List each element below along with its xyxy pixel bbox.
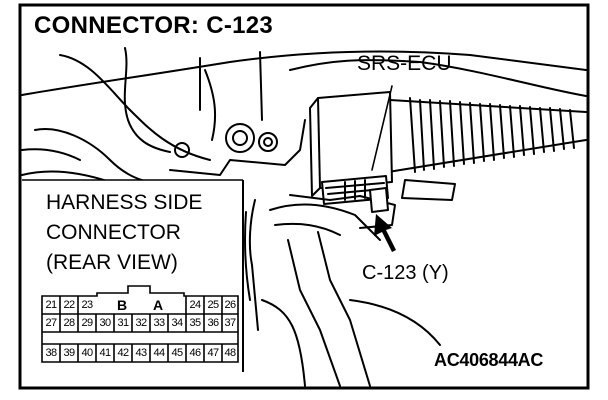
pin-47: 47 [207, 347, 219, 359]
pin-29: 29 [81, 317, 93, 329]
pin-24: 24 [189, 299, 201, 311]
connector-id-label: C-123 (Y) [362, 262, 449, 284]
pin-44: 44 [153, 347, 165, 359]
pin-48: 48 [224, 347, 236, 359]
srs-ecu-label: SRS-ECU [357, 52, 452, 75]
pin-27: 27 [45, 317, 57, 329]
harness-note-line-3: (REAR VIEW) [46, 251, 178, 274]
pin-37: 37 [224, 317, 236, 329]
pin-31: 31 [117, 317, 129, 329]
pin-21: 21 [45, 299, 57, 311]
pin-25: 25 [207, 299, 219, 311]
pin-33: 33 [153, 317, 165, 329]
connector-title: CONNECTOR: C-123 [34, 12, 274, 39]
connector-arrow [374, 214, 396, 252]
harness-note-line-1: HARNESS SIDE [46, 191, 203, 214]
pin-38: 38 [45, 347, 57, 359]
pin-45: 45 [171, 347, 183, 359]
pin-43: 43 [135, 347, 147, 359]
pin-26: 26 [224, 299, 236, 311]
figure-code: AC406844AC [434, 350, 544, 370]
pin-32: 32 [135, 317, 147, 329]
harness-note: HARNESS SIDE CONNECTOR (REAR VIEW) [46, 188, 202, 278]
pin-23: 23 [81, 299, 93, 311]
pin-28: 28 [63, 317, 75, 329]
pinout-outline [41, 285, 239, 363]
pin-22: 22 [63, 299, 75, 311]
pin-34: 34 [171, 317, 183, 329]
pin-46: 46 [189, 347, 201, 359]
key-b: B [117, 297, 128, 313]
pin-30: 30 [99, 317, 111, 329]
key-a: A [153, 297, 164, 313]
pin-42: 42 [117, 347, 129, 359]
pin-36: 36 [207, 317, 219, 329]
pin-41: 41 [99, 347, 111, 359]
harness-note-line-2: CONNECTOR [46, 221, 181, 244]
pin-40: 40 [81, 347, 93, 359]
pin-39: 39 [63, 347, 75, 359]
pin-35: 35 [189, 317, 201, 329]
